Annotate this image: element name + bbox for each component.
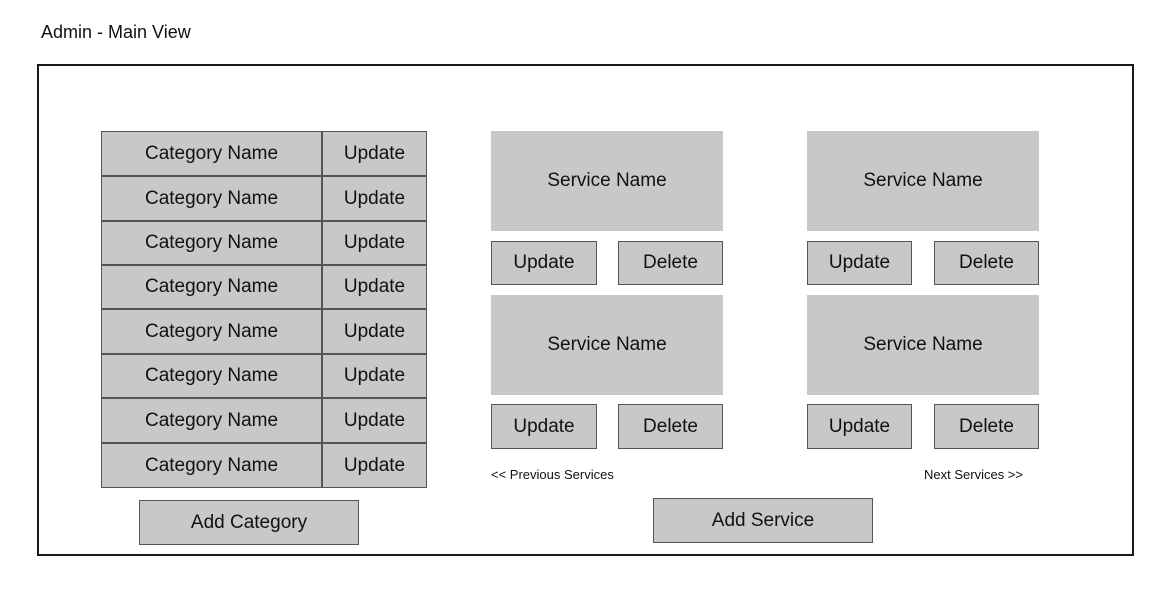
add-service-button[interactable]: Add Service xyxy=(653,498,873,543)
service-update-button[interactable]: Update xyxy=(491,241,597,285)
category-name-cell: Category Name xyxy=(101,354,322,398)
service-tile: Service Name xyxy=(491,295,723,395)
service-update-button[interactable]: Update xyxy=(491,404,597,449)
service-tile: Service Name xyxy=(807,131,1039,231)
category-name-cell: Category Name xyxy=(101,221,322,265)
page-title: Admin - Main View xyxy=(41,22,191,42)
service-delete-button[interactable]: Delete xyxy=(934,404,1039,449)
category-update-button[interactable]: Update xyxy=(322,176,427,221)
add-category-button[interactable]: Add Category xyxy=(139,500,359,545)
category-name-cell: Category Name xyxy=(101,176,322,221)
category-update-button[interactable]: Update xyxy=(322,354,427,398)
service-delete-button[interactable]: Delete xyxy=(618,404,723,449)
category-update-button[interactable]: Update xyxy=(322,443,427,488)
category-update-button[interactable]: Update xyxy=(322,309,427,354)
service-tile: Service Name xyxy=(491,131,723,231)
main-view-frame xyxy=(37,64,1134,556)
next-services-link[interactable]: Next Services >> xyxy=(924,467,1023,482)
service-update-button[interactable]: Update xyxy=(807,404,912,449)
service-delete-button[interactable]: Delete xyxy=(618,241,723,285)
service-update-button[interactable]: Update xyxy=(807,241,912,285)
service-tile: Service Name xyxy=(807,295,1039,395)
service-delete-button[interactable]: Delete xyxy=(934,241,1039,285)
category-update-button[interactable]: Update xyxy=(322,221,427,265)
category-update-button[interactable]: Update xyxy=(322,398,427,443)
category-name-cell: Category Name xyxy=(101,443,322,488)
category-name-cell: Category Name xyxy=(101,309,322,354)
category-update-button[interactable]: Update xyxy=(322,131,427,176)
category-update-button[interactable]: Update xyxy=(322,265,427,309)
category-name-cell: Category Name xyxy=(101,265,322,309)
category-name-cell: Category Name xyxy=(101,131,322,176)
previous-services-link[interactable]: << Previous Services xyxy=(491,467,614,482)
category-name-cell: Category Name xyxy=(101,398,322,443)
